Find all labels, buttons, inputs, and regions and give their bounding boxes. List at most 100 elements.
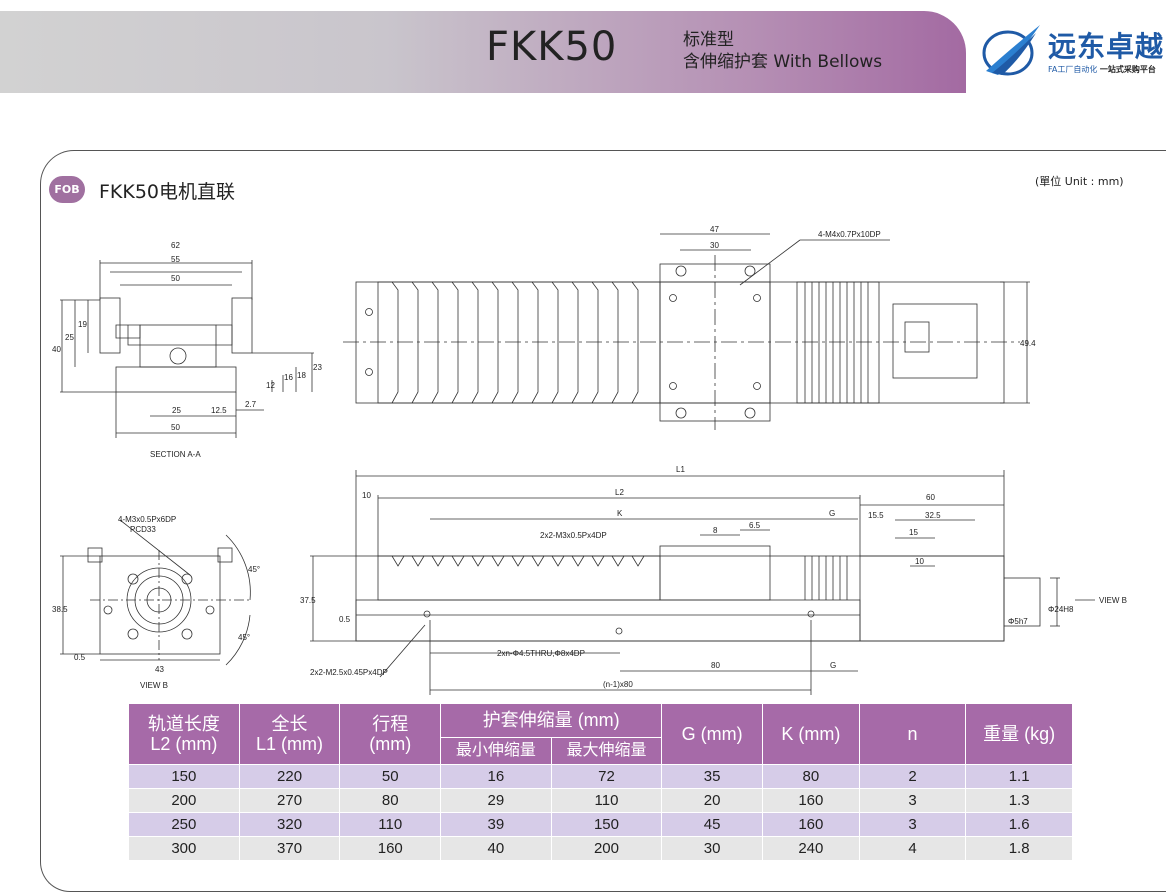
dim-60: 60 xyxy=(926,493,935,502)
cell-n: 4 xyxy=(858,836,967,861)
dim-38-5: 38.5 xyxy=(52,605,68,614)
logo-name: 远东卓越 xyxy=(1048,30,1165,63)
unit-note: (單位 Unit : mm) xyxy=(1035,175,1124,188)
angle-45-top: 45° xyxy=(248,565,260,574)
cell-k: 160 xyxy=(761,812,860,837)
tap-label-bottom: 2x2-M2.5x0.45Px4DP xyxy=(310,668,388,677)
dim-25-vertical: 25 xyxy=(65,333,74,342)
dim-10-side: 10 xyxy=(915,557,924,566)
dim-50-bottom: 50 xyxy=(171,423,180,432)
cell-stroke: 80 xyxy=(339,788,442,813)
dim-L2: L2 xyxy=(615,488,624,497)
subtitle-line-2: 含伸缩护套 With Bellows xyxy=(683,52,883,72)
cell-l1: 370 xyxy=(238,836,341,861)
cell-l2: 200 xyxy=(128,788,240,813)
angle-45-bottom: 45° xyxy=(238,633,250,642)
dim-55: 55 xyxy=(171,255,180,264)
header-rail-line1: 轨道长度 xyxy=(147,714,220,734)
header-rail-line2: L2 (mm) xyxy=(150,734,218,754)
logo-tag-left: FA工厂自动化 xyxy=(1048,65,1098,74)
cell-k: 80 xyxy=(761,764,860,789)
header-g: G (mm) xyxy=(661,703,763,765)
header-full-line2: L1 (mm) xyxy=(256,734,324,754)
cell-max: 150 xyxy=(550,812,663,837)
cell-min: 16 xyxy=(440,764,552,789)
table-row: 300 370 160 40 200 30 240 4 1.8 xyxy=(128,836,1073,861)
top-view: 47 30 4-M4x0.7Px10DP 49.4 xyxy=(343,225,1036,430)
dim-49-4: 49.4 xyxy=(1020,339,1036,348)
dim-43: 43 xyxy=(155,665,164,674)
cell-g: 45 xyxy=(661,812,763,837)
header-max: 最大伸缩量 xyxy=(550,736,663,766)
cell-g: 20 xyxy=(661,788,763,813)
cell-l1: 220 xyxy=(238,764,341,789)
dim-19: 19 xyxy=(78,320,87,329)
dim-G-bottom: G xyxy=(830,661,836,670)
dim-80: 80 xyxy=(711,661,720,670)
header-stroke-line1: 行程 xyxy=(372,714,409,734)
cell-k: 240 xyxy=(761,836,860,861)
cell-stroke: 110 xyxy=(339,812,442,837)
dim-phi5: Φ5h7 xyxy=(1008,617,1028,626)
dim-15-5: 15.5 xyxy=(868,511,884,520)
header-rail-length: 轨道长度 L2 (mm) xyxy=(128,703,240,765)
view-b-pointer-label: VIEW B xyxy=(1099,596,1127,605)
header-full-length: 全长 L1 (mm) xyxy=(238,703,341,765)
cell-n: 2 xyxy=(858,764,967,789)
logo-tag-right: 一站式采购平台 xyxy=(1099,65,1156,74)
dim-G: G xyxy=(829,509,835,518)
dim-16: 16 xyxy=(284,373,293,382)
brand-logo xyxy=(978,21,1163,83)
dim-18: 18 xyxy=(297,371,306,380)
dim-L1: L1 xyxy=(676,465,685,474)
dim-pitch: (n-1)x80 xyxy=(603,680,633,689)
cell-min: 29 xyxy=(440,788,552,813)
cell-weight: 1.8 xyxy=(965,836,1073,861)
cell-g: 30 xyxy=(661,836,763,861)
table-row: 250 320 110 39 150 45 160 3 1.6 xyxy=(128,812,1073,837)
cell-max: 72 xyxy=(550,764,663,789)
header-stroke: 行程 (mm) xyxy=(339,703,442,765)
cell-weight: 1.1 xyxy=(965,764,1073,789)
cell-stroke: 160 xyxy=(339,836,442,861)
cell-l1: 270 xyxy=(238,788,341,813)
header-stroke-line2: (mm) xyxy=(369,734,412,754)
header-n: n xyxy=(858,703,967,765)
thru-hole-label: 2xn-Φ4.5THRU,Φ8x4DP xyxy=(497,649,585,658)
cell-l1: 320 xyxy=(238,812,341,837)
dim-2-7: 2.7 xyxy=(245,400,257,409)
logo-tagline: FA工厂自动化 一站式采购平台 xyxy=(1048,64,1156,75)
dim-32-5: 32.5 xyxy=(925,511,941,520)
dim-6-5: 6.5 xyxy=(749,521,761,530)
cell-weight: 1.6 xyxy=(965,812,1073,837)
cell-stroke: 50 xyxy=(339,764,442,789)
dim-K: K xyxy=(617,509,623,518)
cell-g: 35 xyxy=(661,764,763,789)
dim-0-5-side: 0.5 xyxy=(339,615,351,624)
tap-label-view-b: 4-M3x0.5Px6DP xyxy=(118,515,176,524)
cell-l2: 250 xyxy=(128,812,240,837)
cell-l2: 300 xyxy=(128,836,240,861)
dim-8: 8 xyxy=(713,526,718,535)
table-row: 200 270 80 29 110 20 160 3 1.3 xyxy=(128,788,1073,813)
technical-drawing: 62 55 50 40 25 19 23 18 16 12 25 12.5 2.… xyxy=(52,225,1127,695)
section-aa-label: SECTION A-A xyxy=(150,450,201,459)
dim-phi24: Φ24H8 xyxy=(1048,605,1074,614)
header-full-line1: 全长 xyxy=(271,714,308,734)
subtitle-line-1: 标准型 xyxy=(683,30,734,50)
dim-15: 15 xyxy=(909,528,918,537)
logo-swoosh-icon xyxy=(982,25,1040,76)
cell-min: 40 xyxy=(440,836,552,861)
dim-37-5: 37.5 xyxy=(300,596,316,605)
dim-40: 40 xyxy=(52,345,61,354)
dim-12-5: 12.5 xyxy=(211,406,227,415)
cell-n: 3 xyxy=(858,812,967,837)
dim-0-5-view-b: 0.5 xyxy=(74,653,86,662)
model-title: FKK50 xyxy=(486,24,618,70)
header-min: 最小伸缩量 xyxy=(440,736,552,766)
spec-table: 轨道长度 L2 (mm) 全长 L1 (mm) 行程 (mm) 护套伸缩量 (m… xyxy=(128,703,1073,861)
side-view: L1 L2 10 60 K G 15.5 32.5 15 10 2x2-M3x0… xyxy=(300,465,1127,695)
dim-23: 23 xyxy=(313,363,322,372)
table-row: 150 220 50 16 72 35 80 2 1.1 xyxy=(128,764,1073,789)
model-subtitle: 标准型 含伸缩护套 With Bellows xyxy=(683,29,882,73)
